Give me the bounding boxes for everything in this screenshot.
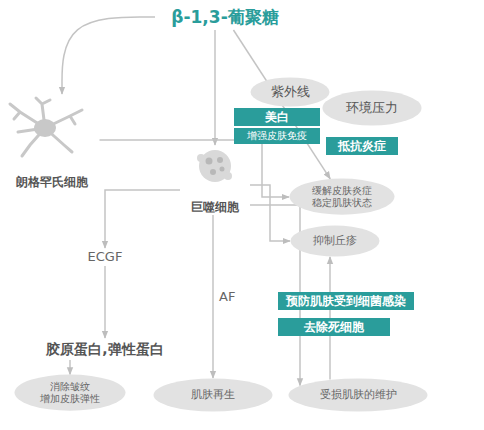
node-label: 胶原蛋白,弹性蛋白 [46,341,163,358]
node-label: 巨噬细胞 [191,200,239,214]
node-label: ECGF [88,249,123,265]
arrow-connector [104,266,106,338]
langerhans-cell-icon [10,98,82,156]
text-node: 胶原蛋白,弹性蛋白 [30,338,180,360]
arrow-connector [250,185,290,241]
cell-node: 朗格罕氏细胞 [5,94,100,190]
teal-tag-box: 美白 [234,108,320,126]
effect-ellipse: 紫外线 [250,77,330,107]
arrow-connector [105,190,180,248]
effect-ellipse: 受损肌肤的维护 [288,378,428,412]
effect-ellipse: 抑制丘疹 [290,225,380,257]
arrow-connector [233,30,330,179]
text-node: ECGF [85,248,125,266]
text-node: β-1,3-葡聚糖 [155,4,295,30]
teal-tag-box: 预防肌肤受到细菌感染 [278,292,414,310]
node-label: 紫外线 [271,84,310,100]
effect-ellipse: 环境压力 [322,90,422,126]
arrow-connector [62,17,155,94]
node-label: 肌肤再生 [191,388,235,401]
arrow-connector [100,140,290,197]
node-label: 受损肌肤的维护 [320,388,397,401]
node-label: 美白 [265,110,289,124]
node-label: β-1,3-葡聚糖 [171,7,278,27]
effect-ellipse: 肌肤再生 [153,378,273,412]
node-label: 缓解皮肤炎症 稳定肌肤状态 [312,185,372,209]
cell-node: 巨噬细胞 [180,145,250,215]
node-label: 环境压力 [346,100,398,116]
node-label: 消除皱纹 增加皮肤弹性 [40,381,100,405]
effect-ellipse: 缓解皮肤炎症 稳定肌肤状态 [289,178,395,215]
node-label: 朗格罕氏细胞 [16,175,88,189]
arrow-connector [69,360,71,374]
node-label: 预防肌肤受到细菌感染 [286,294,406,308]
macrophage-icon [197,150,232,182]
teal-tag-box: 增强皮肤免疫 [234,128,320,144]
arrow-connector [214,30,216,145]
node-label: 增强皮肤免疫 [247,130,307,141]
edge-label: AF [217,289,237,305]
node-label: 抵抗炎症 [338,139,386,153]
teal-tag-box: 去除死细胞 [278,318,390,336]
teal-tag-box: 抵抗炎症 [326,137,398,155]
effect-ellipse: 消除皱纹 增加皮肤弹性 [14,374,126,411]
node-label: 抑制丘疹 [313,234,357,247]
arrow-connector [212,215,214,378]
node-label: 去除死细胞 [304,320,364,334]
